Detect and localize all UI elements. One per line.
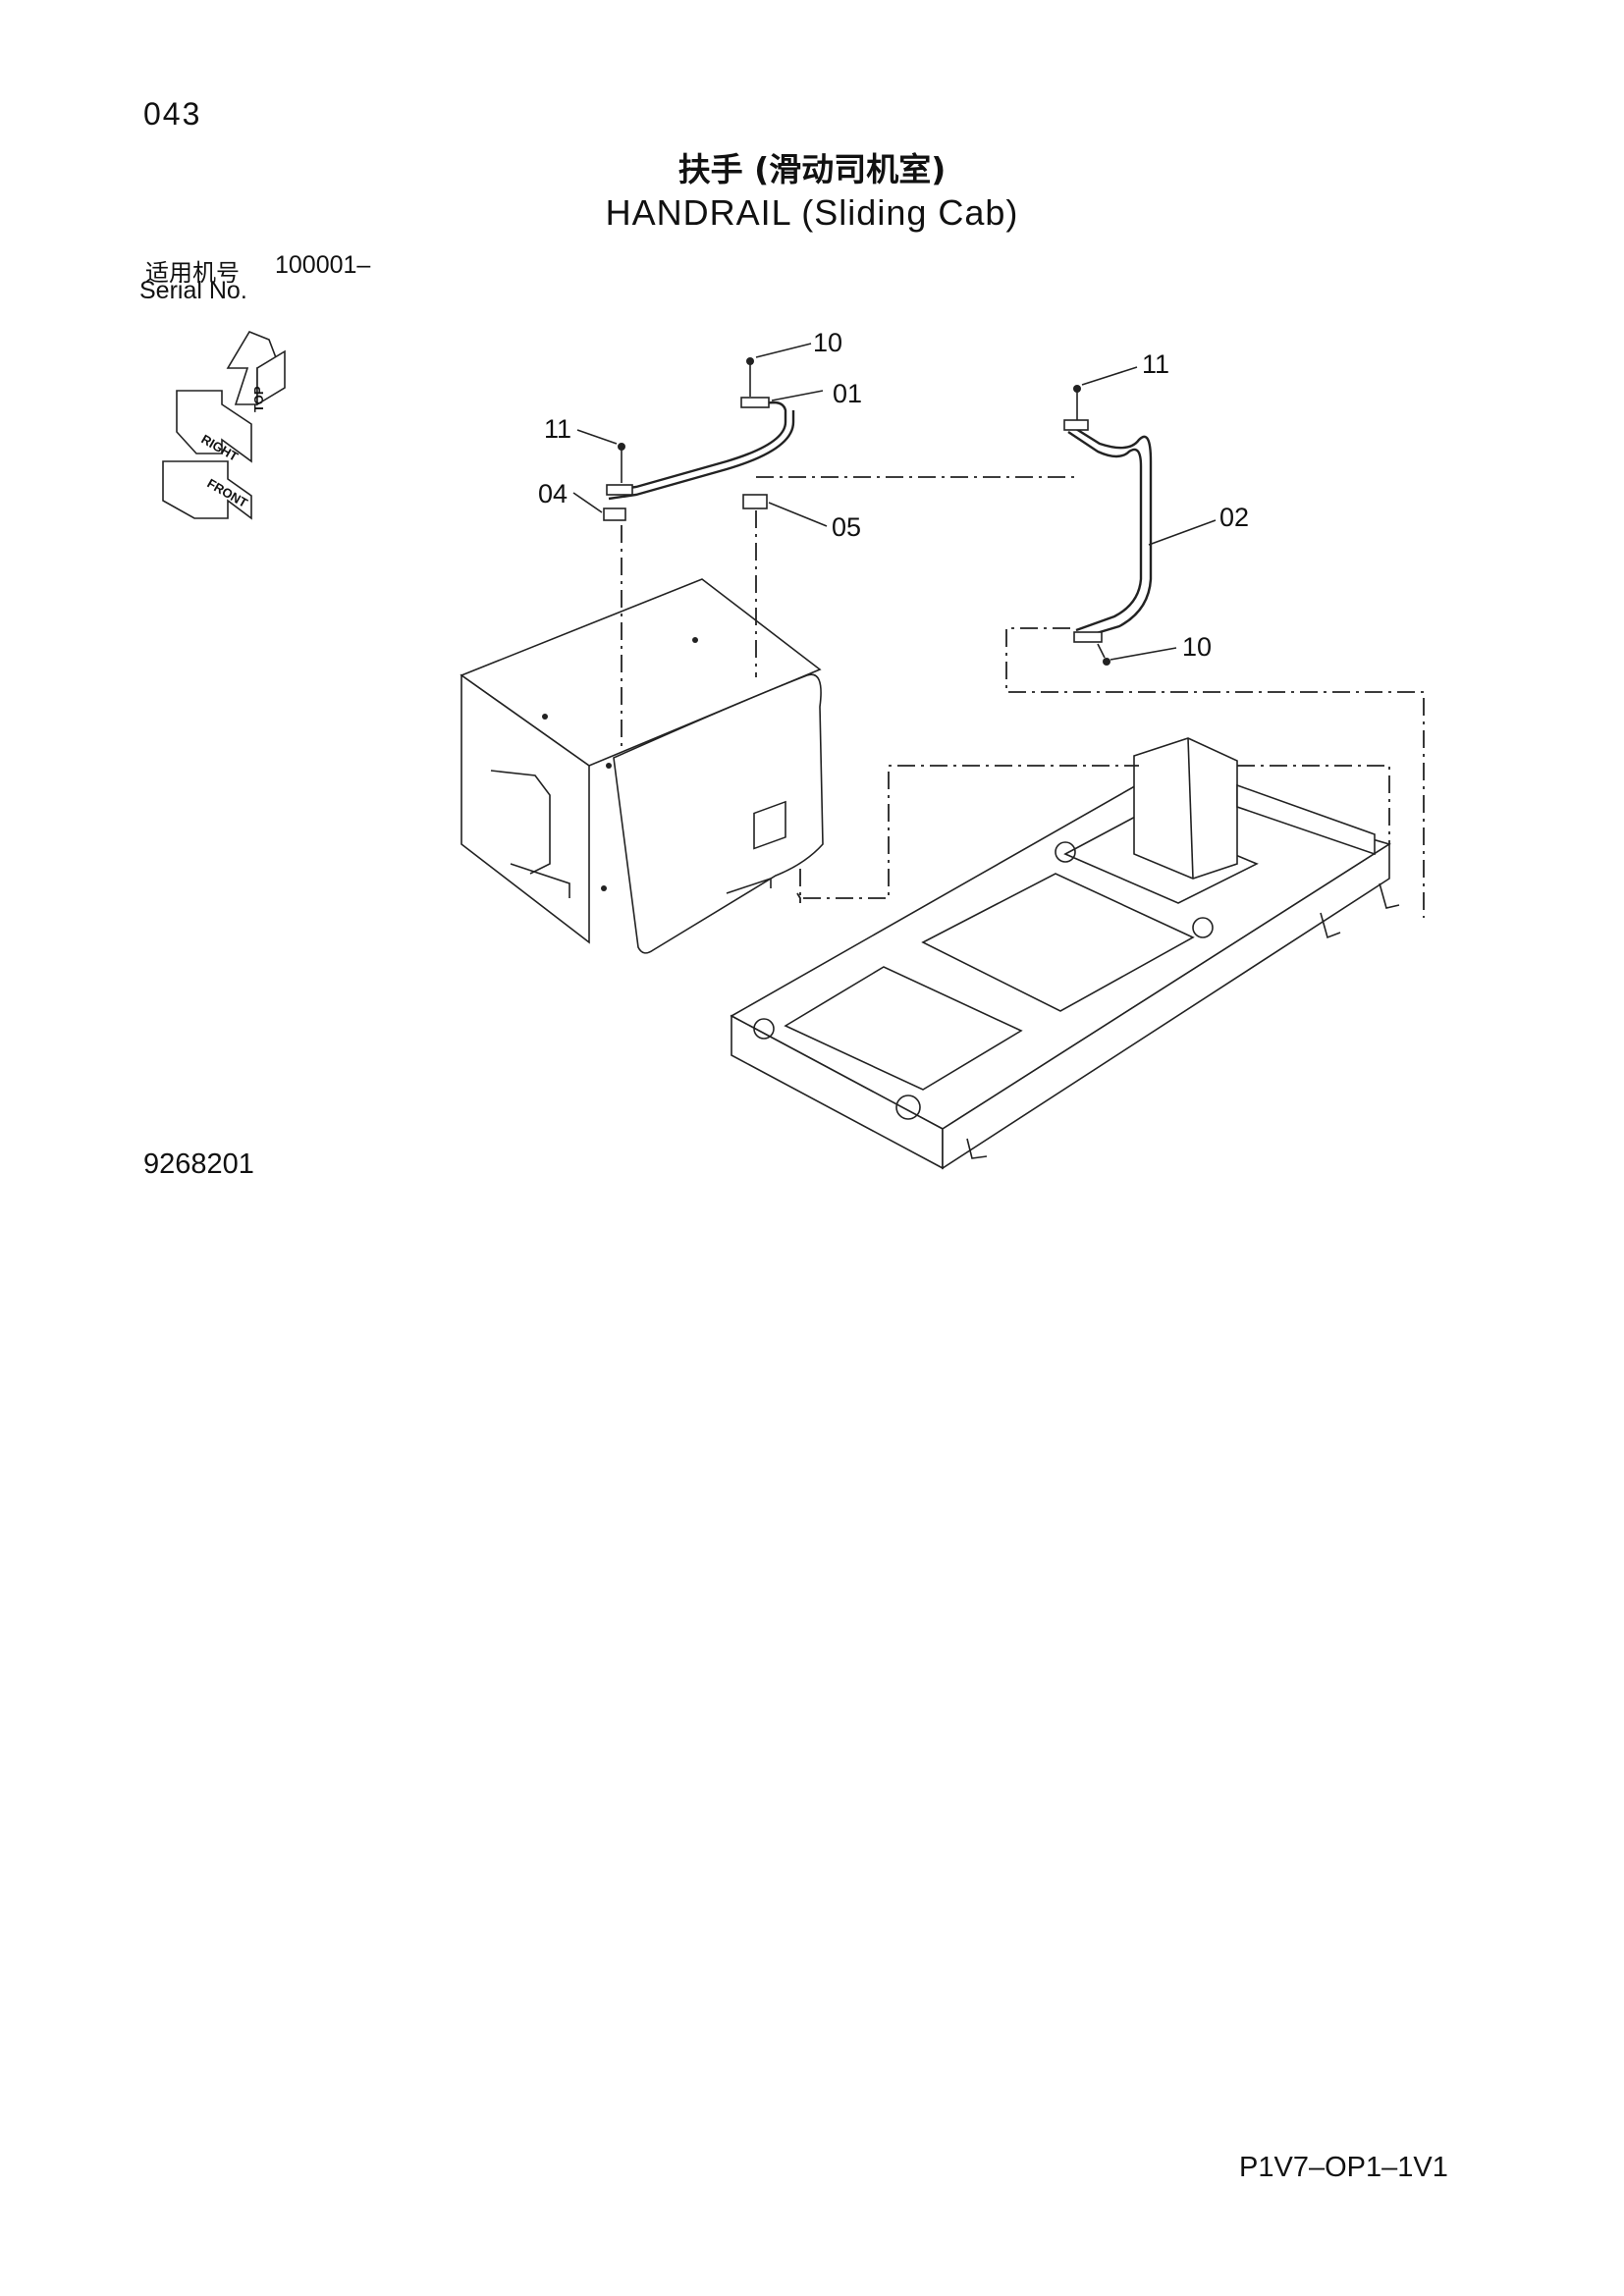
front-arrow-icon xyxy=(162,460,252,520)
handrail-01-bracket-left xyxy=(606,484,633,496)
handrail-02-tube xyxy=(1067,422,1153,640)
callout-11-right: 11 xyxy=(1142,349,1169,379)
assembly-line-stub xyxy=(796,892,801,903)
cab-cover-left-side xyxy=(460,673,590,944)
top-arrow-side-icon xyxy=(256,349,286,406)
document-code: P1V7–OP1–1V1 xyxy=(1239,2152,1448,2183)
handrail-02-bracket-top xyxy=(1063,419,1089,431)
cab-cover-bolt-1 xyxy=(606,763,612,769)
serial-label-chinese: 适用机号 xyxy=(145,259,240,287)
cab-cover-opening xyxy=(490,770,551,875)
bolt-11-left xyxy=(618,443,625,451)
leader-10-top xyxy=(755,343,812,358)
figure-number: 9268201 xyxy=(143,1148,254,1180)
cab-cover-front-panel xyxy=(613,673,824,954)
bolt-11-right xyxy=(1073,385,1081,393)
title-english: HANDRAIL (Sliding Cab) xyxy=(605,192,1019,233)
bolt-10-right xyxy=(1103,658,1110,666)
frame-hole-3 xyxy=(1192,917,1214,938)
serial-label-english: Serial No. xyxy=(139,277,247,304)
cab-cover-foot xyxy=(726,877,772,894)
page-number: 043 xyxy=(143,96,202,132)
handrail-01-bracket-top xyxy=(740,397,770,408)
plate-04 xyxy=(603,507,626,521)
frame-cab-mount xyxy=(1133,737,1238,880)
frame-hole-4 xyxy=(1055,841,1076,863)
leader-05 xyxy=(768,502,828,527)
assembly-lines xyxy=(621,476,1425,918)
callout-10-top: 10 xyxy=(813,328,842,357)
callout-11-left: 11 xyxy=(544,414,571,444)
callout-10-right: 10 xyxy=(1182,632,1212,662)
frame-rail xyxy=(1236,783,1376,856)
cab-cover-bolt-4 xyxy=(601,885,607,891)
leader-11-right xyxy=(1081,366,1138,386)
frame-right-wall xyxy=(942,842,1390,1170)
callout-04: 04 xyxy=(538,479,568,508)
frame-opening-3 xyxy=(1063,814,1259,904)
bolt-10-top xyxy=(746,357,754,365)
cab-cover-bolt-3 xyxy=(542,714,548,720)
upper-frame xyxy=(730,737,1400,1170)
frame-opening-1 xyxy=(784,966,1023,1091)
cab-cover-bolt-2 xyxy=(692,637,698,643)
leader-lines xyxy=(572,343,1217,661)
handrail-02-bracket-bottom xyxy=(1073,631,1103,643)
cab-cover-window xyxy=(753,800,786,850)
frame-foot-2 xyxy=(1320,912,1341,939)
frame-foot-1 xyxy=(966,1138,988,1159)
handrail-02-tube-edge xyxy=(1067,431,1143,632)
frame-opening-2 xyxy=(921,873,1195,1012)
cab-cover-bracket xyxy=(510,863,570,898)
orientation-marker: TOP RIGHT FRONT xyxy=(162,331,286,520)
handrail-02 xyxy=(1063,419,1153,643)
cab-cover xyxy=(460,578,824,954)
plate-05 xyxy=(742,494,768,509)
orientation-top-label: TOP xyxy=(251,386,266,412)
assembly-line-cab-frame xyxy=(799,765,1139,899)
frame-hole-1 xyxy=(753,1018,775,1040)
callout-01: 01 xyxy=(833,379,862,408)
right-arrow-icon xyxy=(176,390,252,463)
leader-10-right xyxy=(1110,647,1177,661)
frame-cab-mount-edge xyxy=(1187,737,1194,880)
leader-01 xyxy=(771,390,824,401)
leader-11-left xyxy=(576,429,618,445)
frame-foot-3 xyxy=(1379,882,1400,909)
callout-02: 02 xyxy=(1219,503,1249,532)
leader-04 xyxy=(572,492,603,513)
handrail-01-tube-edge xyxy=(608,410,795,501)
title-chinese: 扶手 (滑动司机室) xyxy=(677,150,947,188)
callout-05: 05 xyxy=(832,512,861,542)
serial-range: 100001– xyxy=(275,251,371,279)
handrail-01-tube xyxy=(608,400,787,493)
handrail-01 xyxy=(606,397,795,501)
leader-02 xyxy=(1148,519,1217,546)
assembly-line-02-frame xyxy=(1005,627,1425,918)
bolt-10-right-shaft xyxy=(1097,643,1106,659)
assembly-line-rail xyxy=(1237,765,1390,844)
frame-hole-2 xyxy=(895,1095,921,1120)
